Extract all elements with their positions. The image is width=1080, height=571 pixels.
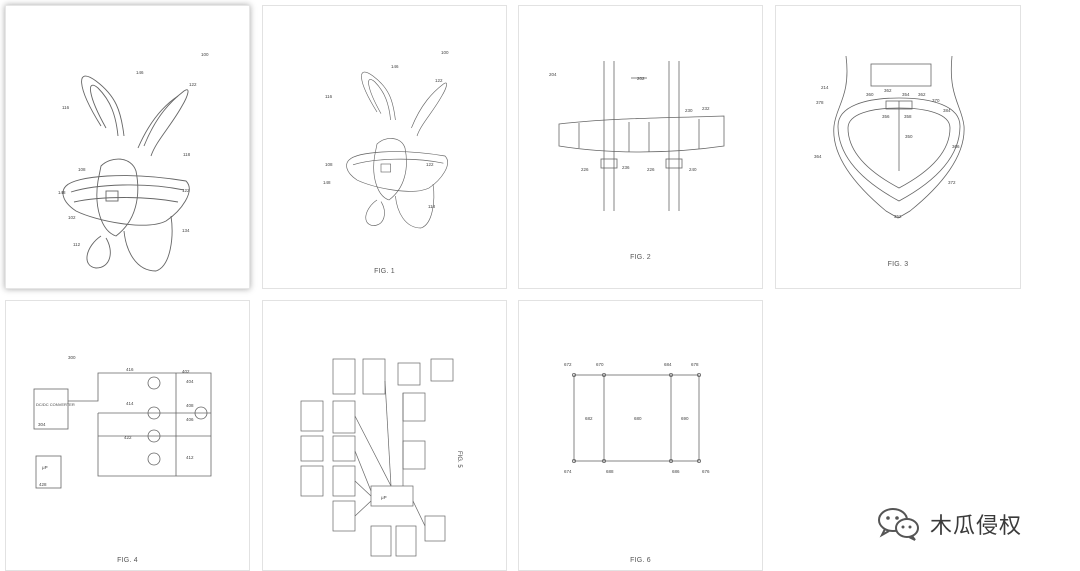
svg-text:408: 408: [186, 403, 194, 408]
figure-thumbnail-5[interactable]: 300 DC/DC CONVERTER 304 428 μP 416 402 4…: [5, 300, 250, 571]
svg-text:402: 402: [182, 369, 190, 374]
svg-text:118: 118: [428, 204, 436, 209]
svg-text:360: 360: [866, 92, 874, 97]
harness-drawing-fig1: 100 146 122 116 108 122 148 118: [323, 50, 449, 229]
mcu-label: μP: [42, 465, 48, 470]
svg-text:350: 350: [905, 134, 913, 139]
ref-br1: 686: [672, 469, 680, 474]
svg-text:414: 414: [126, 401, 134, 406]
ref-label: 148: [58, 190, 66, 195]
figure-thumbnail-3[interactable]: 204 202 230 232 226 236 226 240 FIG. 2: [518, 5, 763, 289]
svg-text:232: 232: [702, 106, 710, 111]
ref-tm: 670: [596, 362, 604, 367]
block-diagram: μP FIG. 5: [300, 358, 462, 557]
ref-label: 122: [189, 82, 197, 87]
ref-bm: 688: [606, 469, 614, 474]
converter-ref: 304: [38, 422, 46, 427]
panel-left-ref: 682: [585, 416, 593, 421]
converter-label: DC/DC CONVERTER: [36, 402, 75, 407]
ref-label: 102: [68, 215, 76, 220]
mcu-ref: 428: [39, 482, 47, 487]
harness-drawing: 100 146 122 116 118 108 148 122 102 134 …: [58, 52, 209, 272]
svg-text:362: 362: [884, 88, 892, 93]
figure-thumbnail-4[interactable]: 214 378 360 362 354 362 370 384 356 358 …: [775, 5, 1021, 289]
svg-text:362: 362: [918, 92, 926, 97]
svg-text:236: 236: [622, 165, 630, 170]
figure-caption: FIG. 2: [630, 254, 651, 261]
svg-text:108: 108: [325, 162, 333, 167]
dc-dc-converter-box: [33, 388, 69, 430]
ref-label: 108: [78, 167, 86, 172]
panel-mid-ref: 680: [634, 416, 642, 421]
panel-layout-drawing: 672 670 684 678 674 688 686 676 682 680 …: [564, 362, 710, 474]
ref-br2: 676: [702, 469, 710, 474]
wechat-icon: [878, 508, 919, 541]
ref-tr2: 678: [691, 362, 699, 367]
svg-text:412: 412: [186, 455, 194, 460]
figure-caption: FIG. 3: [887, 261, 909, 268]
svg-text:416: 416: [126, 367, 134, 372]
svg-text:230: 230: [685, 108, 693, 113]
ref-label: 118: [183, 152, 191, 157]
svg-text:352: 352: [894, 214, 902, 219]
panel-right-ref: 690: [681, 416, 689, 421]
svg-text:356: 356: [882, 114, 890, 119]
ref-label: 112: [73, 242, 81, 247]
svg-text:372: 372: [948, 180, 956, 185]
ref-label: 134: [182, 228, 190, 233]
figure-thumbnail-6[interactable]: μP FIG. 5: [262, 300, 507, 571]
mcu-box: [35, 455, 62, 489]
svg-text:116: 116: [325, 94, 333, 99]
ref-bl: 674: [564, 469, 572, 474]
watermark: 木瓜侵权: [876, 506, 1076, 542]
ref-label: 146: [136, 70, 144, 75]
fig5-rotated-title: FIG. 5: [456, 451, 462, 468]
ref-tr1: 684: [664, 362, 672, 367]
svg-text:100: 100: [441, 50, 449, 55]
svg-text:370: 370: [932, 98, 940, 103]
belt-detail-drawing: 204 202 230 232 226 236 226 240: [549, 61, 725, 211]
svg-text:226: 226: [647, 167, 655, 172]
svg-text:378: 378: [816, 100, 824, 105]
ref-label: 100: [201, 52, 209, 57]
cross-section-drawing: 214 378 360 362 354 362 370 384 356 358 …: [814, 55, 965, 219]
svg-text:384: 384: [943, 108, 951, 113]
svg-text:204: 204: [549, 72, 557, 77]
svg-text:214: 214: [821, 85, 829, 90]
svg-text:422: 422: [124, 435, 132, 440]
figure-caption: FIG. 4: [117, 557, 138, 564]
figure-thumbnail-1[interactable]: 100 146 122 116 118 108 148 122 102 134 …: [5, 5, 250, 289]
svg-text:146: 146: [391, 64, 399, 69]
svg-text:358: 358: [904, 114, 912, 119]
cpu-box: [370, 485, 414, 507]
ref-label: 116: [62, 105, 70, 110]
circuit-ref-label: 300: [68, 355, 76, 360]
svg-text:122: 122: [435, 78, 443, 83]
svg-text:364: 364: [814, 154, 822, 159]
svg-text:240: 240: [689, 167, 697, 172]
circuit-schematic: 300 DC/DC CONVERTER 304 428 μP 416 402 4…: [33, 355, 212, 489]
svg-text:354: 354: [902, 92, 910, 97]
svg-text:148: 148: [323, 180, 331, 185]
figure-thumbnail-7[interactable]: 672 670 684 678 674 688 686 676 682 680 …: [518, 300, 763, 571]
svg-text:406: 406: [186, 417, 194, 422]
svg-text:226: 226: [581, 167, 589, 172]
figure-thumbnail-2[interactable]: 100 146 122 116 108 122 148 118 FIG. 1: [262, 5, 507, 289]
ref-label: 122: [182, 188, 190, 193]
svg-text:404: 404: [186, 379, 194, 384]
figure-caption: FIG. 1: [374, 268, 395, 275]
cpu-label: μP: [381, 495, 387, 500]
watermark-text: 木瓜侵权: [930, 514, 1023, 539]
ref-tl: 672: [564, 362, 572, 367]
svg-text:202: 202: [637, 76, 645, 81]
svg-text:122: 122: [426, 162, 434, 167]
svg-text:366: 366: [952, 144, 960, 149]
figure-caption: FIG. 6: [630, 557, 651, 564]
